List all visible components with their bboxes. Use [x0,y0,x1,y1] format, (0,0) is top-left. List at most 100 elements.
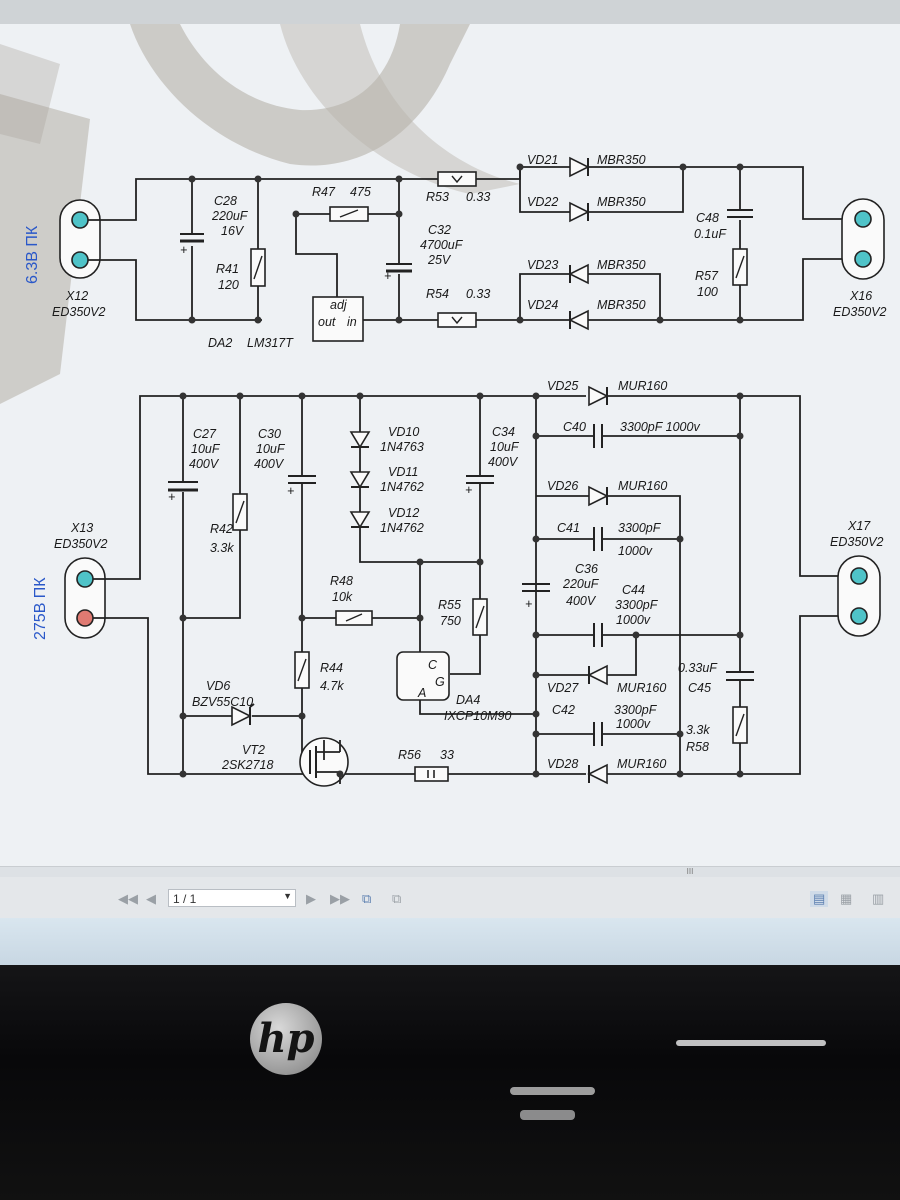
c44-ref: C44 [622,583,645,597]
c42-val1: 3300pF [614,703,658,717]
r44-val: 4.7k [320,679,344,693]
r42-ref: R42 [210,522,233,536]
r57-ref: R57 [695,269,719,283]
next-page-icon[interactable]: ▶ [306,891,316,906]
c32-ref: C32 [428,223,451,237]
vd12-part: 1N4762 [380,521,424,535]
c36-ref: C36 [575,562,598,576]
scrollbar-grip[interactable]: III [686,867,694,876]
previous-page-icon[interactable]: ◀ [146,891,156,906]
connector-x17: X17 ED350V2 [830,519,884,637]
vd28-part: MUR160 [617,757,666,771]
r55-val: 750 [440,614,461,628]
document-canvas: X12 ED350V2 6.3В ПК + C28 220uF 16V R41 … [0,24,900,866]
monitor-screen: X12 ED350V2 6.3В ПК + C28 220uF 16V R41 … [0,0,900,965]
da4-ref: DA4 [456,693,480,707]
diode-vd27 [587,664,608,686]
r48-val: 10k [332,590,353,604]
da2-pin-adj: adj [330,298,348,312]
r55-ref: R55 [438,598,461,612]
c34-val2: 400V [488,455,519,469]
svg-text:+: + [287,484,294,498]
diode-vd25 [588,385,609,407]
r44-ref: R44 [320,661,343,675]
c44-val1: 3300pF [615,598,659,612]
svg-text:+: + [168,490,175,504]
vd21-part: MBR350 [597,153,646,167]
vd12-ref: VD12 [388,506,419,520]
last-page-icon[interactable]: ▶▶ [330,891,350,906]
facing-pages-view-icon[interactable]: ▥ [872,891,885,906]
da4-pin-c: C [428,658,438,672]
c48-ref: C48 [696,211,719,225]
monitor-bezel [0,965,900,1200]
circuit-schematic: X12 ED350V2 6.3В ПК + C28 220uF 16V R41 … [24,153,887,787]
pdf-viewer-toolbar: III ◀◀ ◀ 1 / 1 ▼ ▶ ▶▶ ⧉ ⧉ ▤ ▦ ▥ [0,866,900,919]
hp-logo: hp [250,1003,322,1075]
c30-val2: 400V [254,457,285,471]
c36-val1: 220uF [562,577,600,591]
c40-val: 3300pF 1000v [620,420,700,434]
vd27-part: MUR160 [617,681,666,695]
svg-text:+: + [180,243,187,257]
connector-x16: X16 ED350V2 [833,198,887,319]
c27-val2: 400V [189,457,220,471]
c41-ref: C41 [557,521,580,535]
horizontal-scrollbar[interactable]: III [0,867,900,877]
diode-vd28 [587,763,608,785]
c32-val2: 25V [427,253,452,267]
vd27-ref: VD27 [547,681,579,695]
c45-ref: C45 [688,681,711,695]
vd6-ref: VD6 [206,679,230,693]
svg-text:+: + [465,483,472,497]
r54-ref: R54 [426,287,449,301]
diode-vd10 [349,431,371,449]
c42-val2: 1000v [616,717,651,731]
diode-vd24 [568,309,589,331]
x12-part: ED350V2 [52,305,106,319]
da2-part: LM317T [247,336,294,350]
diode-vd26 [588,485,609,507]
da4-pin-a: A [417,686,426,700]
first-page-icon[interactable]: ◀◀ [118,891,138,906]
r57-val: 100 [697,285,718,299]
c28-ref: C28 [214,194,237,208]
vd26-part: MUR160 [618,479,667,493]
r58-ref: R58 [686,740,709,754]
vd11-part: 1N4762 [380,480,424,494]
r48-ref: R48 [330,574,353,588]
c44-val2: 1000v [616,613,651,627]
side-label-lower: 275В ПК [32,577,49,640]
vd21-ref: VD21 [527,153,558,167]
r53-ref: R53 [426,190,449,204]
c36-val2: 400V [566,594,597,608]
vt2-part: 2SK2718 [221,758,273,772]
c34-val1: 10uF [490,440,520,454]
c41-val2: 1000v [618,544,653,558]
x16-ref: X16 [849,289,872,303]
vd23-part: MBR350 [597,258,646,272]
x16-part: ED350V2 [833,305,887,319]
da2-ref: DA2 [208,336,232,350]
r41-ref: R41 [216,262,239,276]
da4-pin-g: G [435,675,445,689]
da2-pin-out: out [318,315,336,329]
r56-val: 33 [440,748,454,762]
c34-ref: C34 [492,425,515,439]
x13-part: ED350V2 [54,537,108,551]
page-number-select[interactable]: 1 / 1 ▼ [168,889,296,907]
vd10-part: 1N4763 [380,440,424,454]
single-page-view-icon[interactable]: ▤ [810,891,829,907]
vd26-ref: VD26 [547,479,578,493]
vd6-part: BZV55C10 [192,695,253,709]
continuous-view-icon[interactable]: ▦ [840,891,853,906]
diode-vd22 [569,201,590,223]
svg-text:+: + [384,269,391,283]
c30-val1: 10uF [256,442,286,456]
page-number-value: 1 / 1 [173,892,197,906]
svg-text:+: + [525,597,532,611]
r54-val: 0.33 [466,287,490,301]
page-layout-icon[interactable]: ⧉ [362,891,372,906]
rotate-view-icon[interactable]: ⧉ [392,891,402,906]
os-taskbar [0,918,900,965]
